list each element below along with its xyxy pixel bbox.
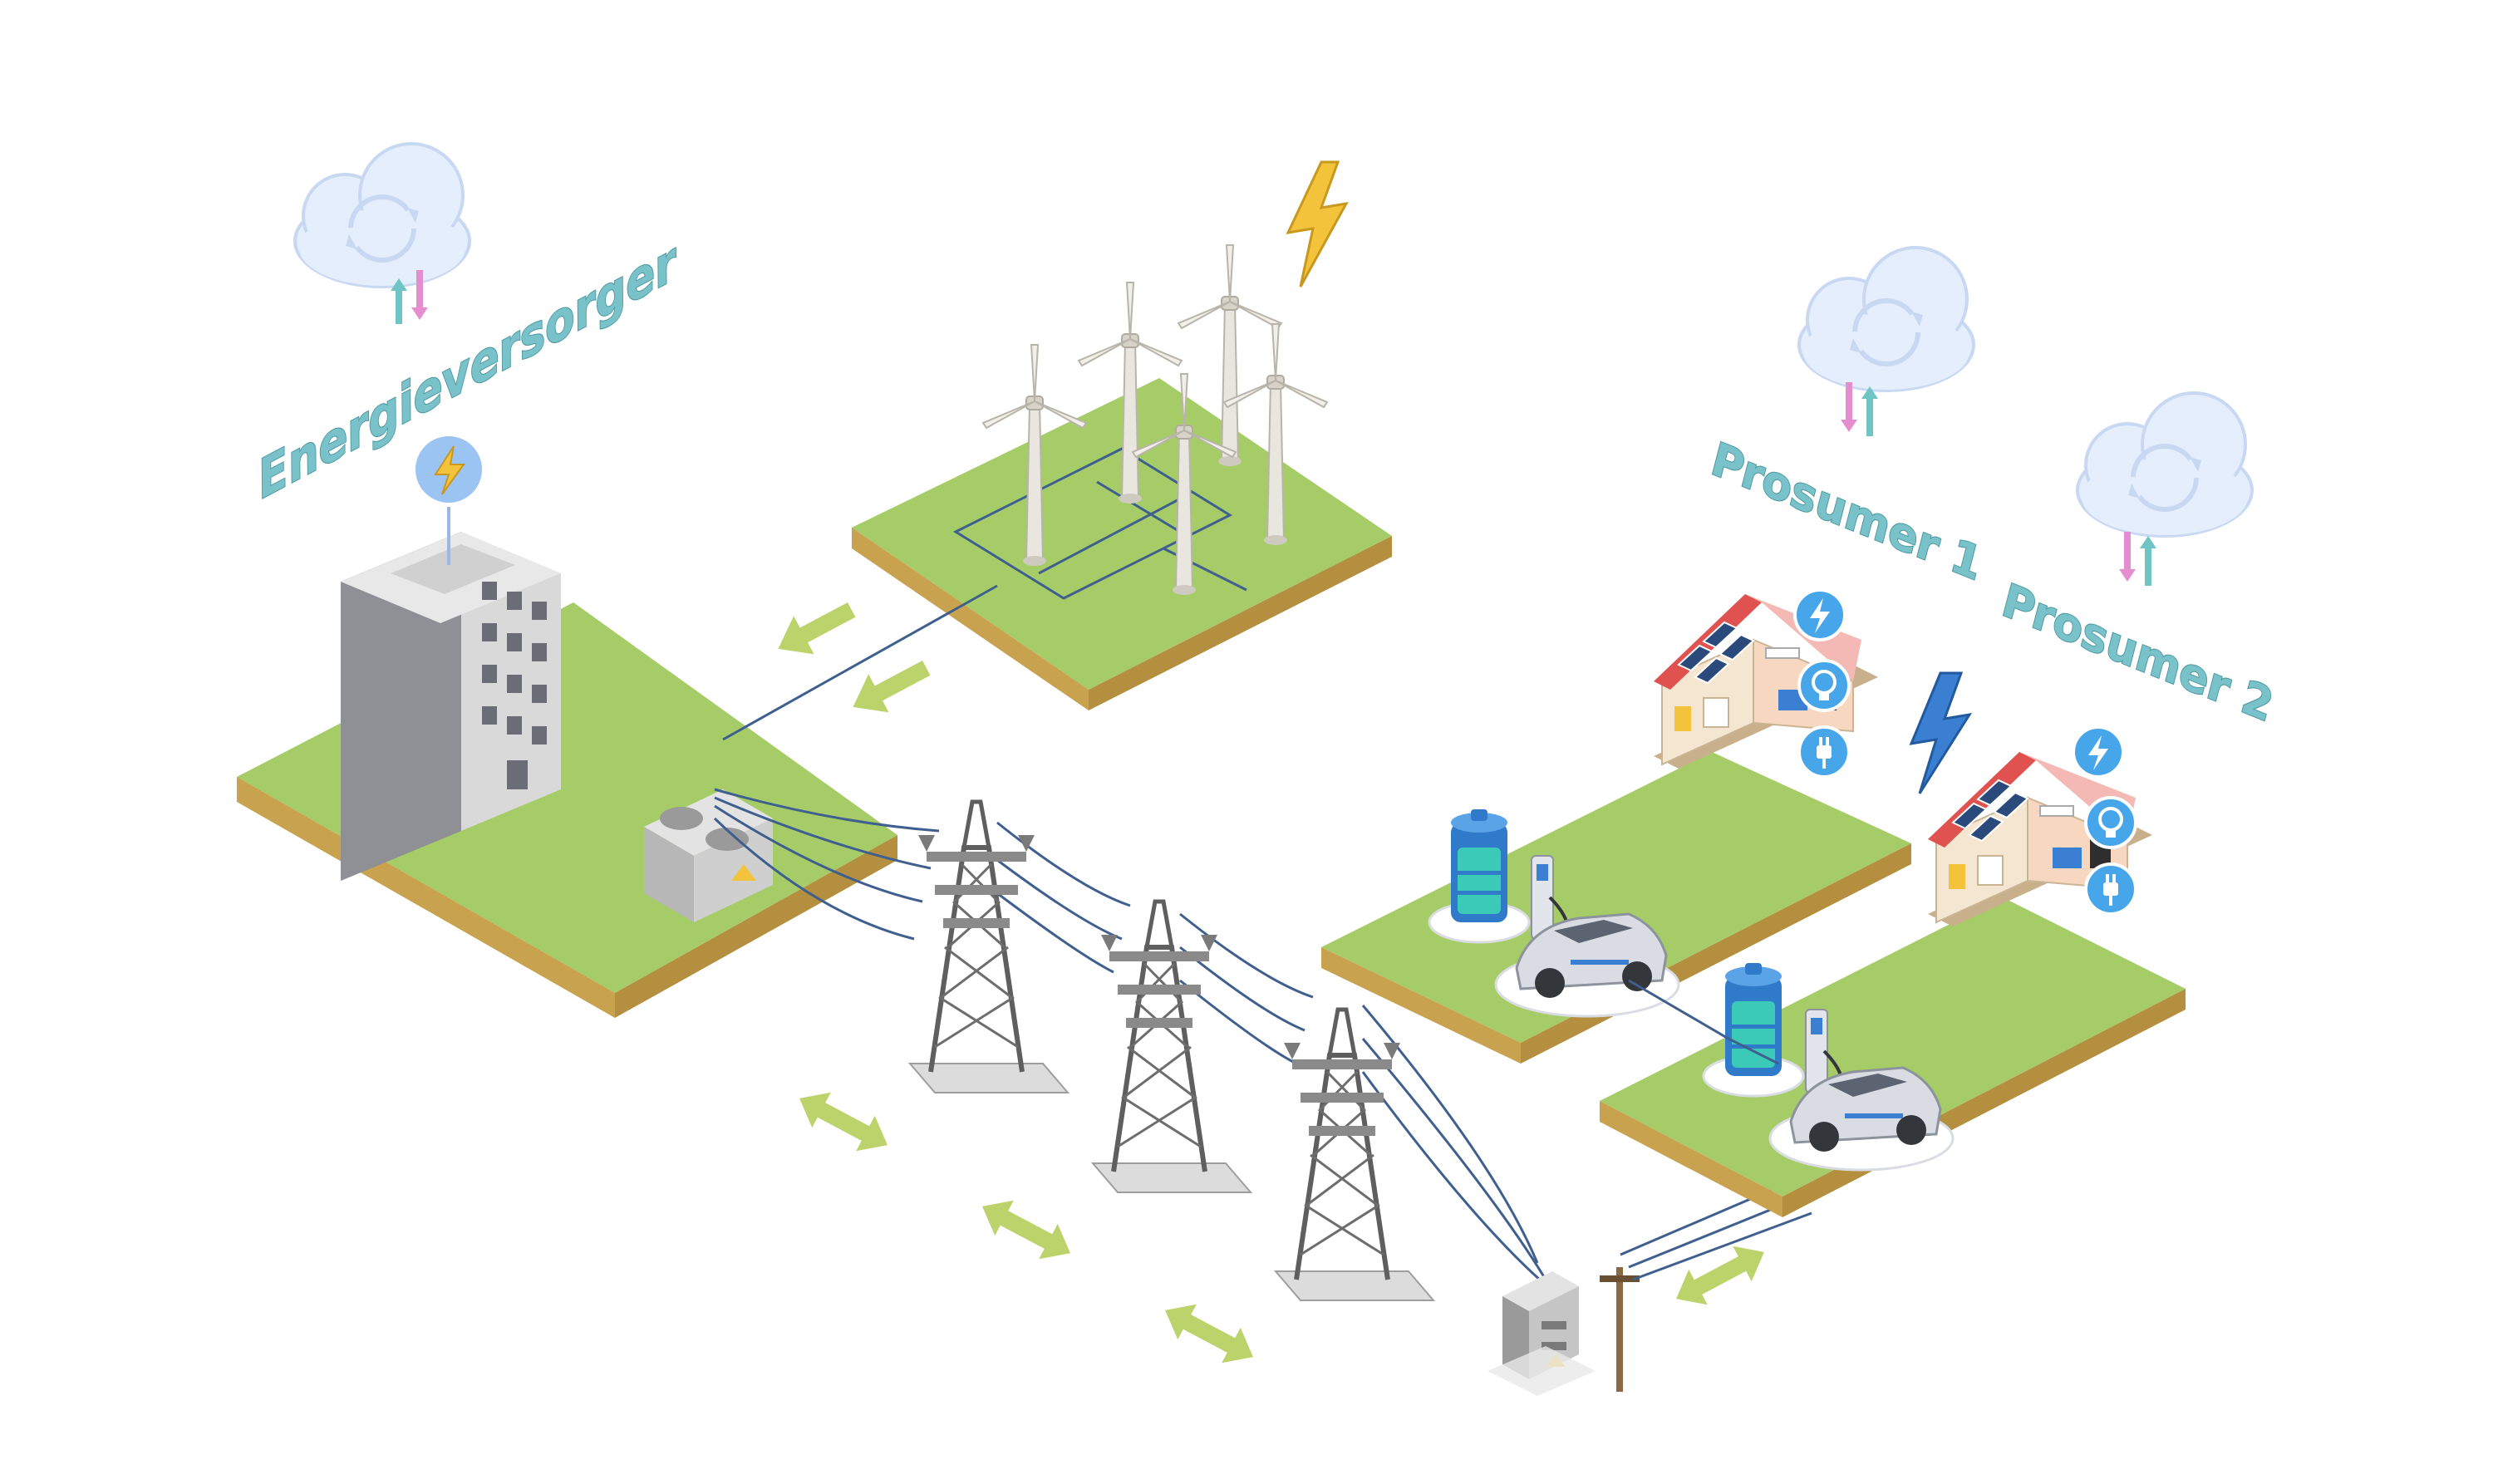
double-arrow-icon xyxy=(972,1188,1080,1271)
supplier-building xyxy=(341,532,561,881)
cloud-sync-icon xyxy=(2078,393,2252,536)
power-pylon-icon xyxy=(1276,1010,1433,1300)
wind-farm-tile xyxy=(852,378,1392,710)
utility-pole xyxy=(1600,1267,1640,1392)
lightbulb-icon xyxy=(2084,796,2137,849)
prosumer-2-label: Prosumer 2 xyxy=(2002,572,2274,735)
lightning-icon xyxy=(1286,160,1349,287)
lightning-icon xyxy=(2072,725,2125,779)
power-pylon-icon xyxy=(1093,902,1251,1192)
lightning-icon xyxy=(1909,671,1973,794)
prosumer-1-label: Prosumer 1 xyxy=(1711,431,1983,594)
cable xyxy=(722,584,998,741)
up-down-arrows-icon xyxy=(2119,532,2156,586)
double-arrow-icon xyxy=(789,1080,897,1163)
lightning-icon xyxy=(1793,588,1846,641)
flow-arrow-icon xyxy=(768,590,862,668)
flow-arrow-icon xyxy=(843,648,937,726)
plug-icon xyxy=(2084,862,2137,916)
cloud-sync-icon xyxy=(1799,248,1974,391)
power-pylon-icon xyxy=(910,802,1068,1093)
lightning-icon xyxy=(412,433,485,506)
lightbulb-icon xyxy=(1797,659,1851,712)
cable xyxy=(1628,979,1779,1065)
cloud-sync-icon xyxy=(295,144,470,287)
up-down-arrows-icon xyxy=(391,270,428,324)
double-arrow-icon xyxy=(1155,1292,1263,1375)
transformer-icon xyxy=(644,789,773,922)
transformer-icon xyxy=(1487,1271,1596,1396)
up-down-arrows-icon xyxy=(1841,382,1878,436)
plug-icon xyxy=(1797,725,1851,779)
